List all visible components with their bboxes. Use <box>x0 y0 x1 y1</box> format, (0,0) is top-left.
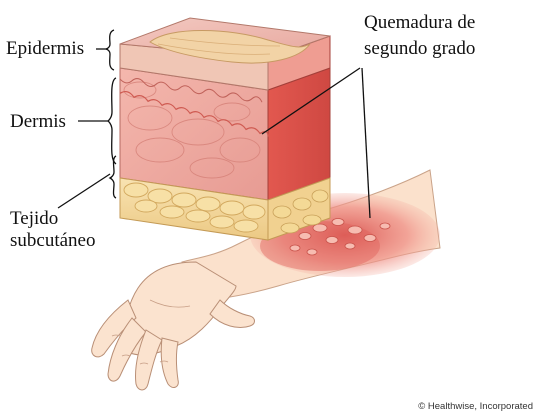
dermis-bracket <box>78 78 116 164</box>
label-burn-line2: segundo grado <box>364 38 475 59</box>
credit-text: © Healthwise, Incorporated <box>418 401 533 412</box>
dermis-layer <box>120 68 268 200</box>
label-burn-line1: Quemadura de <box>364 12 475 33</box>
label-epidermis: Epidermis <box>6 38 84 59</box>
label-dermis: Dermis <box>10 111 66 132</box>
epidermis-bracket <box>96 30 114 70</box>
label-tejido-line1: Tejido <box>10 208 58 229</box>
burned-dermis-side <box>268 68 330 200</box>
tejido-bracket <box>58 156 116 208</box>
label-tejido-line2: subcutáneo <box>10 230 95 251</box>
skin-cross-section <box>120 18 330 240</box>
